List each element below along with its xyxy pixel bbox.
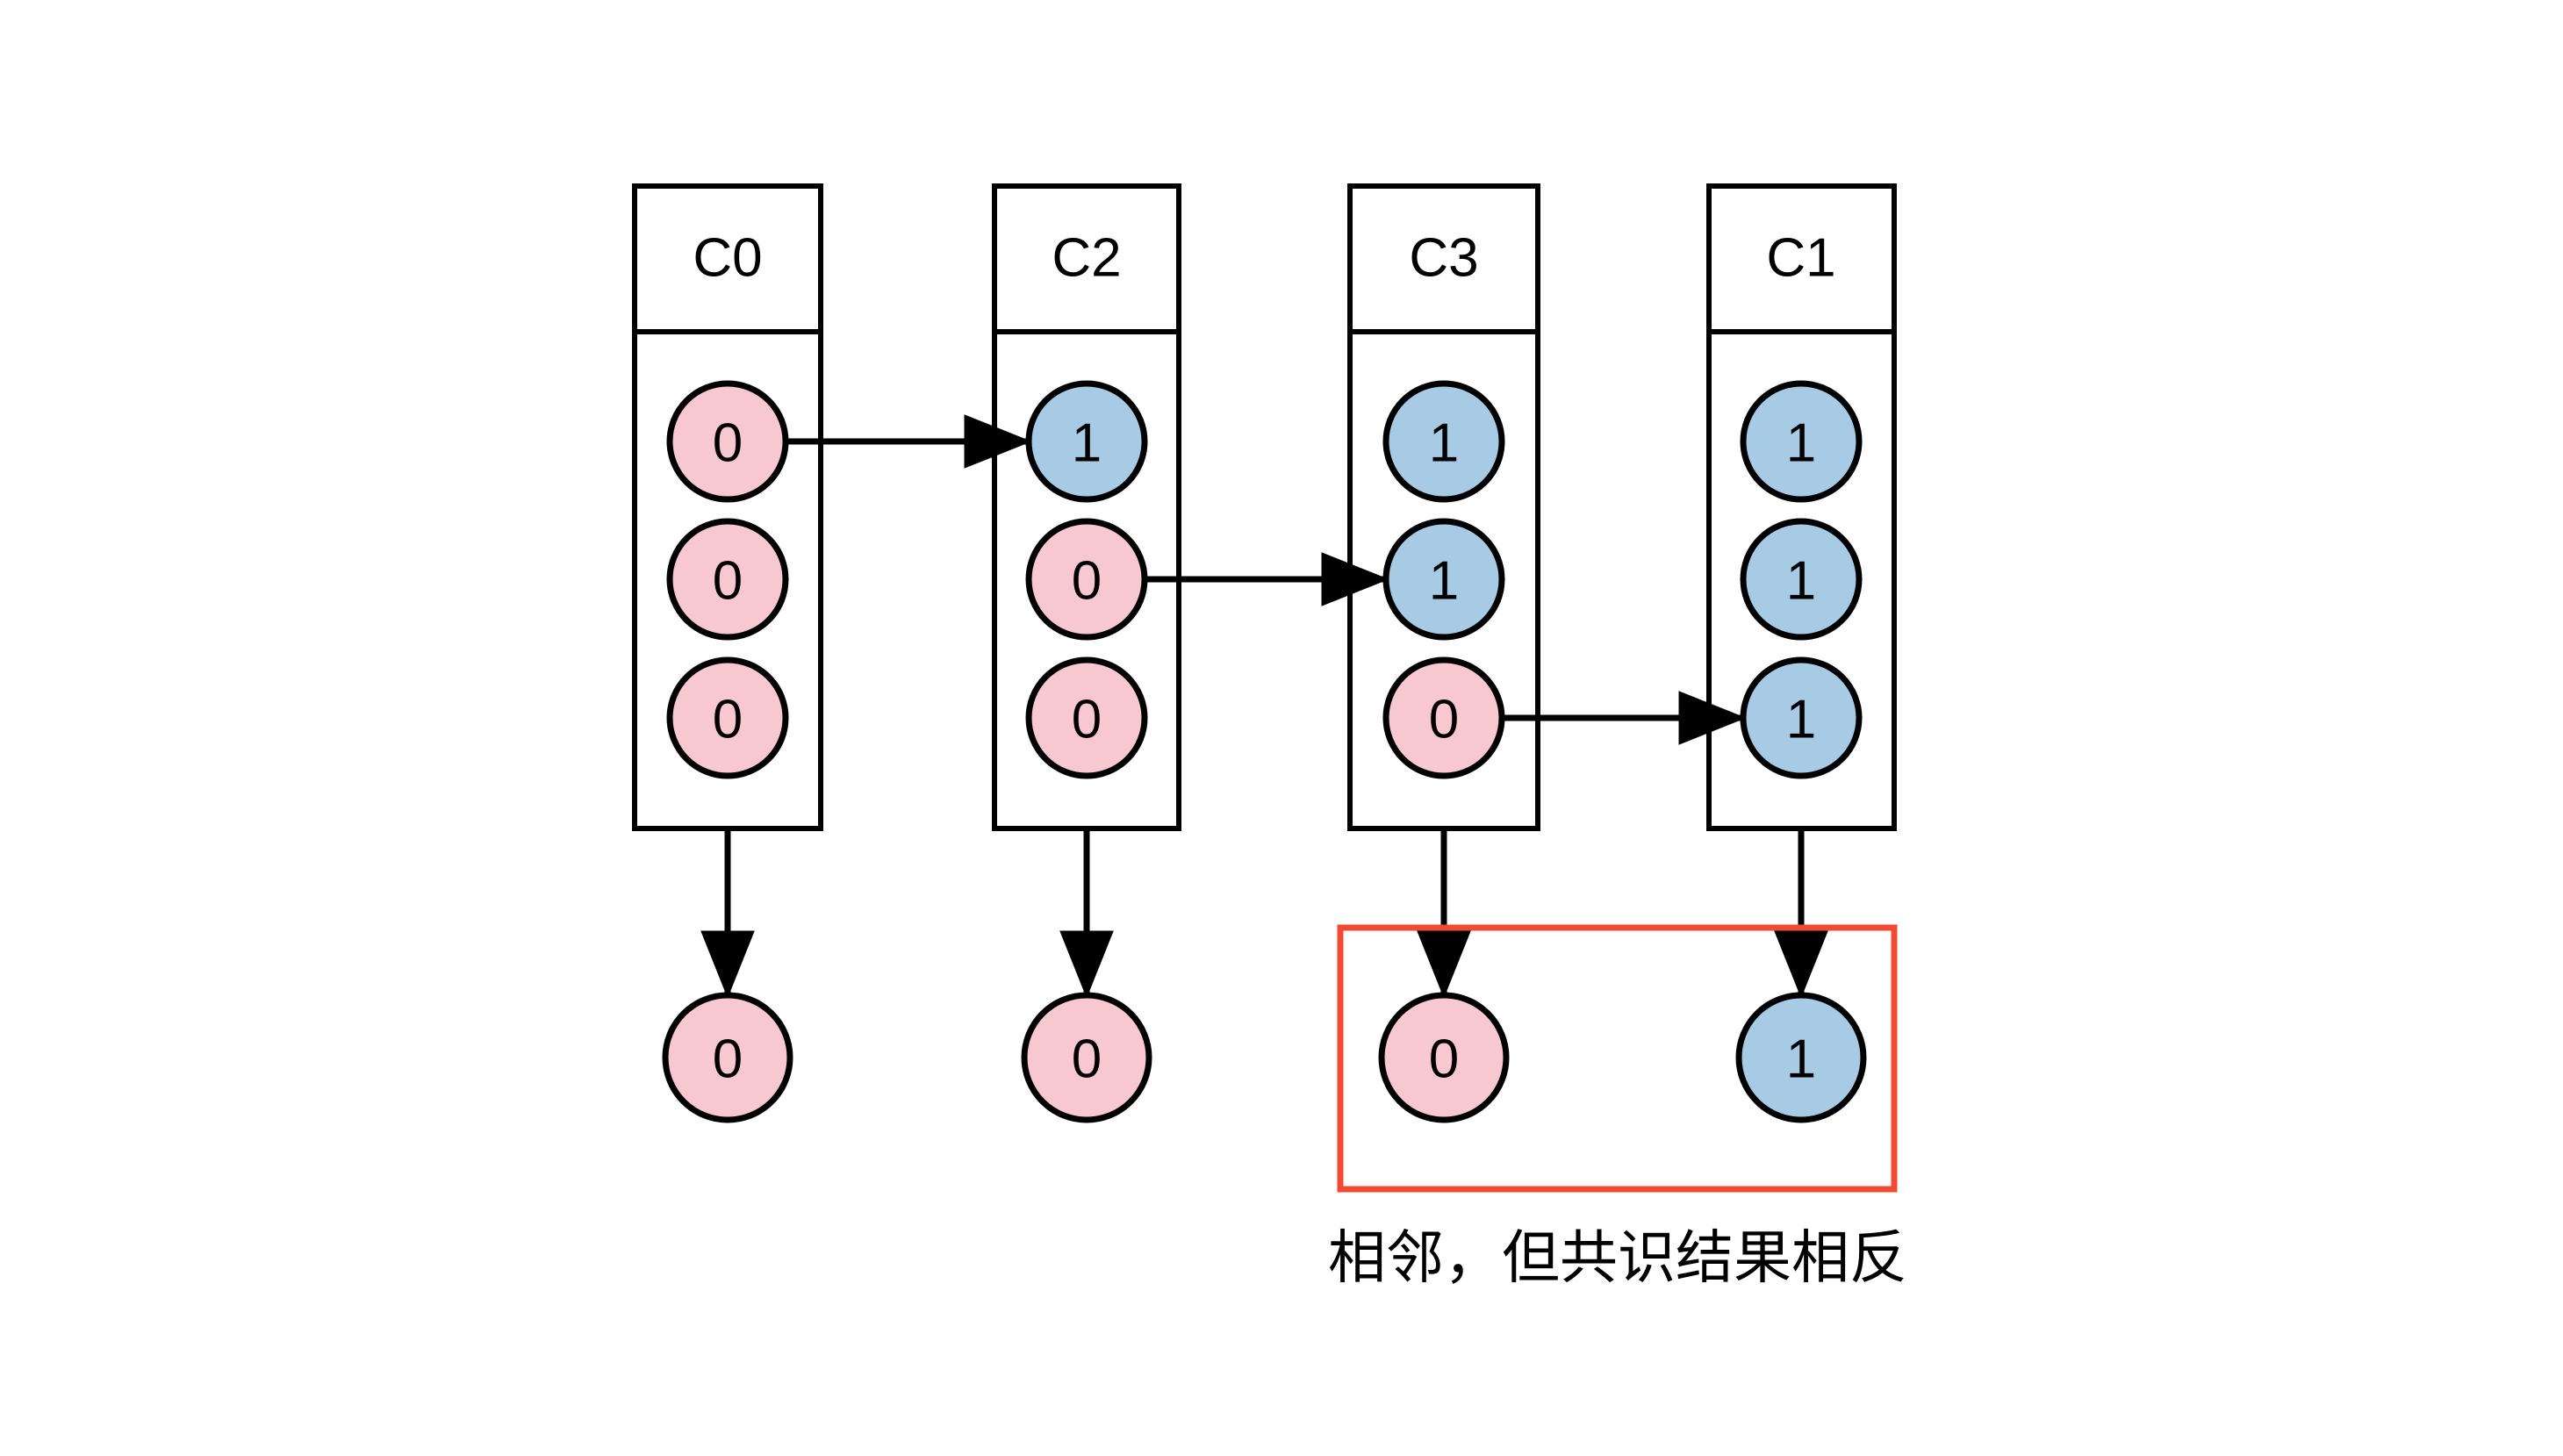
highlight-layer	[1337, 924, 1898, 1193]
output-node-c3: 0	[1378, 992, 1510, 1123]
node-circle-c1-0	[1740, 380, 1863, 503]
highlight-box	[1337, 924, 1898, 1193]
caption-layer: 相邻，但共识结果相反	[1328, 1224, 1907, 1289]
column-header-label-c3: C3	[1409, 227, 1478, 288]
node-value-c3-2: 0	[1429, 690, 1459, 750]
output-circle-c1	[1735, 992, 1867, 1123]
column-c3: C3 1 1 0	[1347, 183, 1540, 831]
column-c2: C2 1 0 0	[992, 183, 1181, 831]
output-node-c2: 0	[1021, 992, 1152, 1123]
node-value-c3-0: 1	[1429, 413, 1459, 474]
output-value-c3: 0	[1429, 1029, 1459, 1090]
output-node-c0: 0	[662, 992, 793, 1123]
node-circle-c0-1	[666, 518, 789, 641]
node-value-c3-1: 1	[1429, 551, 1459, 612]
node-value-c2-1: 0	[1072, 551, 1102, 612]
column-header-label-c1: C1	[1766, 227, 1835, 288]
column-header-label-c0: C0	[693, 227, 762, 288]
output-value-c1: 1	[1786, 1029, 1816, 1090]
columns-layer: C0 0 0 0 C2 1 0 0 C3 1 1 0 C1 1 1 1	[632, 183, 1897, 831]
output-node-c1: 1	[1735, 992, 1867, 1123]
node-value-c0-0: 0	[713, 413, 743, 474]
output-circle-c0	[662, 992, 793, 1123]
node-value-c2-2: 0	[1072, 690, 1102, 750]
node-value-c2-0: 1	[1072, 413, 1102, 474]
node-circle-c3-0	[1382, 380, 1505, 503]
caption-label: 相邻，但共识结果相反	[1328, 1224, 1907, 1289]
column-c1: C1 1 1 1	[1706, 183, 1897, 831]
column-c0: C0 0 0 0	[632, 183, 823, 831]
node-value-c0-1: 0	[713, 551, 743, 612]
outputs-layer: 0 0 0 1	[662, 992, 1867, 1123]
node-circle-c1-1	[1740, 518, 1863, 641]
output-value-c2: 0	[1072, 1029, 1102, 1090]
output-circle-c2	[1021, 992, 1152, 1123]
node-value-c0-2: 0	[713, 690, 743, 750]
node-circle-c2-2	[1025, 656, 1148, 779]
column-header-label-c2: C2	[1052, 227, 1121, 288]
output-circle-c3	[1378, 992, 1510, 1123]
node-value-c1-1: 1	[1786, 551, 1816, 612]
node-circle-c0-2	[666, 656, 789, 779]
arrows-layer	[700, 414, 1828, 999]
node-value-c1-0: 1	[1786, 413, 1816, 474]
output-value-c0: 0	[713, 1029, 743, 1090]
node-value-c1-2: 1	[1786, 690, 1816, 750]
